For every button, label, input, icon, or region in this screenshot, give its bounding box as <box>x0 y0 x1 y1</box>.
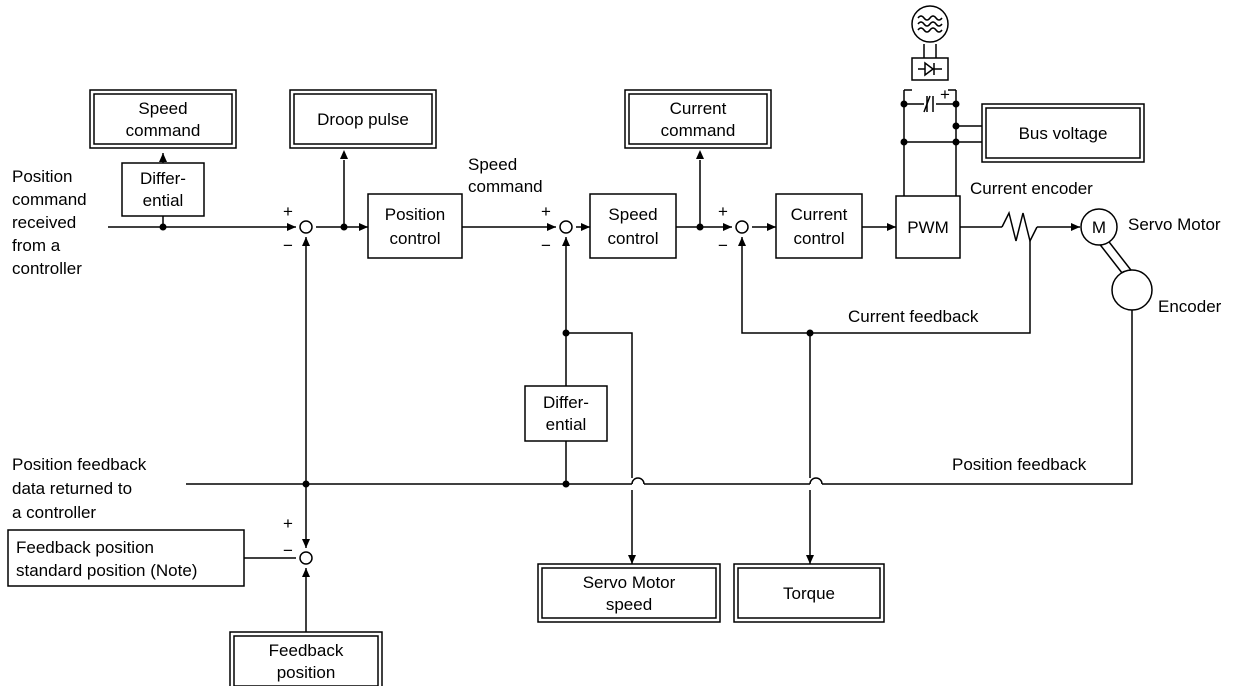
current-control-label-1: Current <box>791 205 848 224</box>
bus-voltage-label: Bus voltage <box>1019 124 1108 143</box>
servo-motor-speed-label-2: speed <box>606 595 652 614</box>
rectifier-icon <box>911 57 949 81</box>
speed-command-mid-label-2: command <box>468 177 543 196</box>
sum4-minus: − <box>283 541 293 560</box>
current-feedback-label: Current feedback <box>848 307 979 326</box>
speed-control-label-2: control <box>607 229 658 248</box>
signal-lines <box>108 44 1135 632</box>
speed-control-label-1: Speed <box>608 205 657 224</box>
torque-label: Torque <box>783 584 835 603</box>
position-control-label-1: Position <box>385 205 445 224</box>
servo-motor-speed-label-1: Servo Motor <box>583 573 676 592</box>
speed-command-output-label-1: Speed <box>138 99 187 118</box>
differential-top-label-2: ential <box>143 191 184 210</box>
droop-pulse-label: Droop pulse <box>317 110 409 129</box>
speed-control-block: Speed control <box>589 193 677 259</box>
summing-junction-position <box>299 220 313 234</box>
sum2-minus: − <box>541 236 551 255</box>
pwm-label: PWM <box>907 218 949 237</box>
differential-top-label-1: Differ- <box>140 169 186 188</box>
position-feedback-left-label-1: Position feedback <box>12 455 147 474</box>
feedback-standard-position-block: Feedback position standard position (Not… <box>7 529 245 587</box>
free-labels: Position command received from a control… <box>12 155 1222 522</box>
sum1-minus: − <box>283 236 293 255</box>
current-command-label-1: Current <box>670 99 727 118</box>
bus-voltage-output-box: Bus voltage <box>981 103 1145 163</box>
summing-junction-current <box>735 220 749 234</box>
position-command-label-2: command <box>12 190 87 209</box>
position-control-label-2: control <box>389 229 440 248</box>
current-control-block: Current control <box>775 193 863 259</box>
encoder-icon <box>1111 269 1153 311</box>
encoder-label: Encoder <box>1158 297 1222 316</box>
droop-pulse-output-box: Droop pulse <box>289 89 437 149</box>
feedback-standard-label-2: standard position (Note) <box>16 561 197 580</box>
sum3-minus: − <box>718 236 728 255</box>
pwm-block: PWM <box>895 195 961 259</box>
speed-command-output-label-2: command <box>126 121 201 140</box>
sum4-plus: + <box>283 514 293 533</box>
summing-junction-feedback <box>299 551 313 565</box>
servo-motor-icon: M <box>1080 208 1118 246</box>
differential-bottom-label-1: Differ- <box>543 393 589 412</box>
current-command-label-2: command <box>661 121 736 140</box>
sum2-plus: + <box>541 202 551 221</box>
motor-letter: M <box>1092 218 1106 237</box>
arrowheads <box>159 150 1080 577</box>
position-feedback-right-label: Position feedback <box>952 455 1087 474</box>
position-control-block: Position control <box>367 193 463 259</box>
feedback-position-output-box: Feedback position <box>229 631 383 686</box>
position-feedback-left-label-3: a controller <box>12 503 96 522</box>
position-command-label-1: Position <box>12 167 72 186</box>
feedback-standard-label-1: Feedback position <box>16 538 154 557</box>
current-control-label-2: control <box>793 229 844 248</box>
current-command-output-box: Current command <box>624 89 772 149</box>
position-command-label-4: from a <box>12 236 61 255</box>
sum-signs: + − + − + − + − <box>283 202 728 560</box>
differential-block-bottom: Differ- ential <box>524 385 608 442</box>
sum1-plus: + <box>283 202 293 221</box>
servo-motor-speed-output-box: Servo Motor speed <box>537 563 721 623</box>
servo-motor-label: Servo Motor <box>1128 215 1221 234</box>
position-command-label-3: received <box>12 213 76 232</box>
differential-bottom-label-2: ential <box>546 415 587 434</box>
position-command-label-5: controller <box>12 259 82 278</box>
differential-block-top: Differ- ential <box>121 162 205 217</box>
position-feedback-left-label-2: data returned to <box>12 479 132 498</box>
speed-command-output-box: Speed command <box>89 89 237 149</box>
ac-source-icon <box>911 5 949 43</box>
feedback-position-label-1: Feedback <box>269 641 344 660</box>
junction-dots <box>159 100 960 488</box>
torque-output-box: Torque <box>733 563 885 623</box>
capacitor-plus: + <box>940 85 950 104</box>
speed-command-mid-label-1: Speed <box>468 155 517 174</box>
feedback-position-label-2: position <box>277 663 336 682</box>
summing-junction-speed <box>559 220 573 234</box>
capacitor-polarity: + <box>940 85 950 104</box>
sum3-plus: + <box>718 202 728 221</box>
current-encoder-label: Current encoder <box>970 179 1093 198</box>
